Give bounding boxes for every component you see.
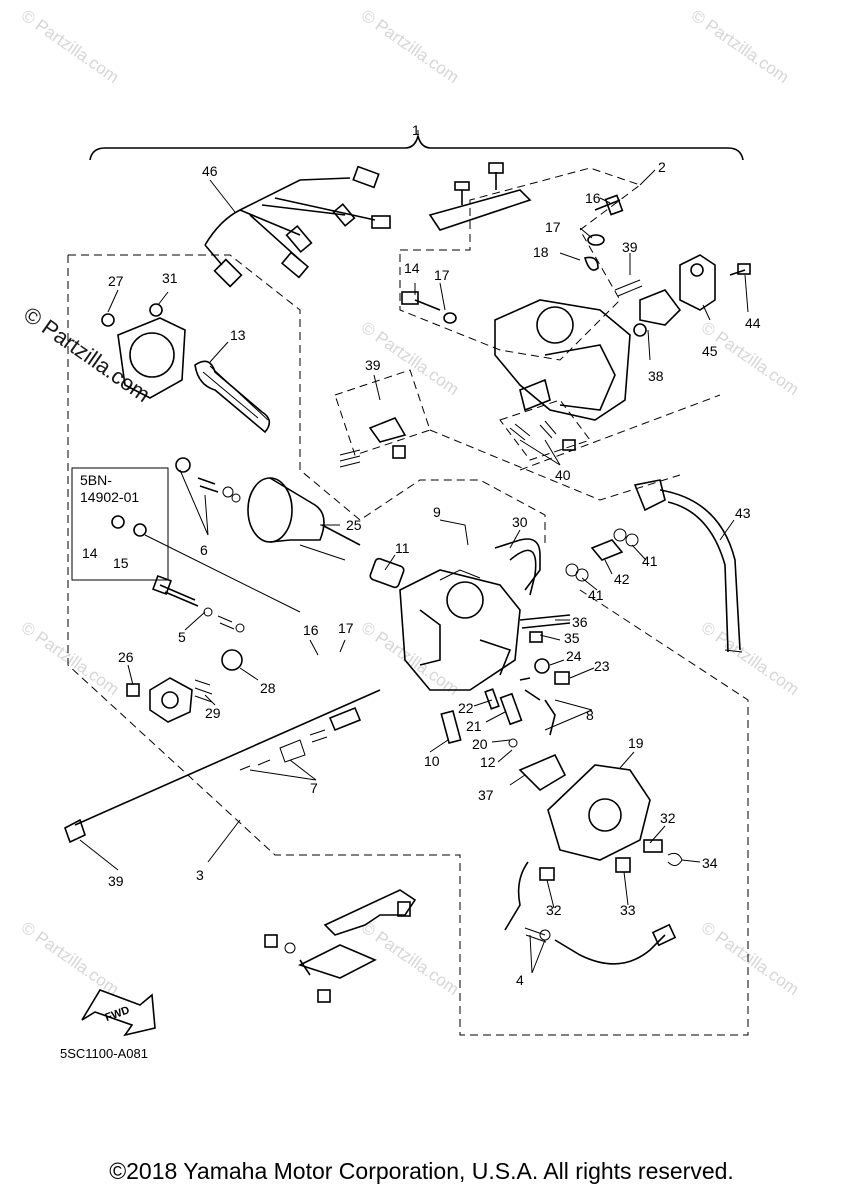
callout-17c: 17 xyxy=(338,620,354,636)
callout-27: 27 xyxy=(108,273,124,289)
leader-lines xyxy=(79,130,749,974)
group-outline-39-link xyxy=(334,369,431,456)
callout-8: 8 xyxy=(586,707,594,723)
callout-16b: 16 xyxy=(303,622,319,638)
callout-41a: 41 xyxy=(588,587,604,603)
callout-30: 30 xyxy=(512,514,528,530)
callout-24: 24 xyxy=(566,648,582,664)
callout-34: 34 xyxy=(702,855,718,871)
group-outlines xyxy=(67,167,749,1036)
watermark: © Partzilla.com xyxy=(358,618,463,699)
callout-14b: 14 xyxy=(82,545,98,561)
group-outline-3-lower xyxy=(67,255,749,1036)
wiring-harness xyxy=(204,165,391,288)
callout-11: 11 xyxy=(395,540,410,556)
group-outline-3 xyxy=(68,254,546,545)
callout-28: 28 xyxy=(260,680,276,696)
callout-38: 38 xyxy=(648,368,664,384)
callout-46: 46 xyxy=(202,163,218,179)
callout-9: 9 xyxy=(433,504,441,520)
callout-42: 42 xyxy=(614,571,630,587)
callout-26: 26 xyxy=(118,649,134,665)
callout-31: 31 xyxy=(162,270,178,286)
watermark-left-edge: © Partzilla.com xyxy=(19,302,155,408)
callout-1: 1 xyxy=(412,122,420,138)
callout-18: 18 xyxy=(533,244,549,260)
callout-6: 6 xyxy=(200,542,208,558)
callout-14a: 14 xyxy=(404,260,420,276)
callout-39c: 39 xyxy=(108,873,124,889)
kit-box-line1: 5BN- xyxy=(80,472,112,488)
watermark: © Partzilla.com xyxy=(358,918,463,999)
lower-center-parts xyxy=(440,614,571,792)
callout-33: 33 xyxy=(620,902,636,918)
callout-35: 35 xyxy=(564,630,580,646)
watermark: © Partzilla.com xyxy=(688,6,793,87)
diagram-code: 5SC1100-A081 xyxy=(60,1046,148,1061)
callout-45: 45 xyxy=(702,343,718,359)
callout-21: 21 xyxy=(466,718,482,734)
watermark: © Partzilla.com xyxy=(18,618,123,699)
fwd-arrow-icon: FWD xyxy=(81,989,156,1037)
group-outline-2 xyxy=(399,167,642,361)
callout-32a: 32 xyxy=(660,810,676,826)
watermark: © Partzilla.com xyxy=(698,918,803,999)
callout-16a: 16 xyxy=(585,190,601,206)
throttle-shaft xyxy=(64,689,381,844)
callout-3: 3 xyxy=(196,867,204,883)
callout-36: 36 xyxy=(572,614,588,630)
watermark: © Partzilla.com xyxy=(18,6,123,87)
group-outline-right xyxy=(429,394,721,501)
callout-37: 37 xyxy=(478,787,494,803)
callout-40: 40 xyxy=(555,467,571,483)
callout-10: 10 xyxy=(424,753,440,769)
callout-17a: 17 xyxy=(545,219,561,235)
callout-43: 43 xyxy=(735,505,751,521)
callout-15: 15 xyxy=(113,555,129,571)
callout-39b: 39 xyxy=(365,357,381,373)
callout-7: 7 xyxy=(310,780,318,796)
callout-2: 2 xyxy=(658,159,666,175)
lower-bracket xyxy=(264,889,417,1003)
intake-joint xyxy=(101,303,271,434)
springs xyxy=(339,378,576,468)
callout-4: 4 xyxy=(516,972,524,988)
copyright-notice: ©2018 Yamaha Motor Corporation, U.S.A. A… xyxy=(109,1158,734,1184)
group-outline-40 xyxy=(499,399,591,461)
callout-20: 20 xyxy=(472,736,488,752)
kit-box-frame xyxy=(71,467,169,581)
callout-29: 29 xyxy=(205,705,221,721)
float-bowl xyxy=(504,764,683,965)
callout-25: 25 xyxy=(346,517,362,533)
callout-13: 13 xyxy=(230,327,246,343)
assembly-bracket xyxy=(89,135,744,161)
callout-12: 12 xyxy=(480,754,496,770)
watermark: © Partzilla.com xyxy=(358,6,463,87)
callout-5: 5 xyxy=(178,629,186,645)
pilot-screw-parts xyxy=(126,575,245,723)
carburetor-upper xyxy=(401,162,682,421)
fwd-label: FWD xyxy=(104,1004,132,1024)
callout-44: 44 xyxy=(745,315,761,331)
vacuum-piston xyxy=(175,457,361,561)
watermark: © Partzilla.com xyxy=(698,618,803,699)
callout-39a: 39 xyxy=(622,239,638,255)
callout-17b: 17 xyxy=(434,267,450,283)
callout-19: 19 xyxy=(628,735,644,751)
kit-box: 5BN- 14902-01 xyxy=(71,467,301,613)
callout-41b: 41 xyxy=(642,553,658,569)
carburetor-body xyxy=(369,549,537,691)
callout-23: 23 xyxy=(594,658,610,674)
right-side-parts xyxy=(494,479,743,653)
watermark: © Partzilla.com xyxy=(18,918,123,999)
callout-32b: 32 xyxy=(546,902,562,918)
throttle-bracket xyxy=(679,254,751,311)
kit-box-line2: 14902-01 xyxy=(80,489,139,505)
callout-22: 22 xyxy=(458,700,474,716)
callouts: 1 2 3 4 5 6 7 8 9 10 11 12 13 14 14 15 1… xyxy=(82,122,761,988)
